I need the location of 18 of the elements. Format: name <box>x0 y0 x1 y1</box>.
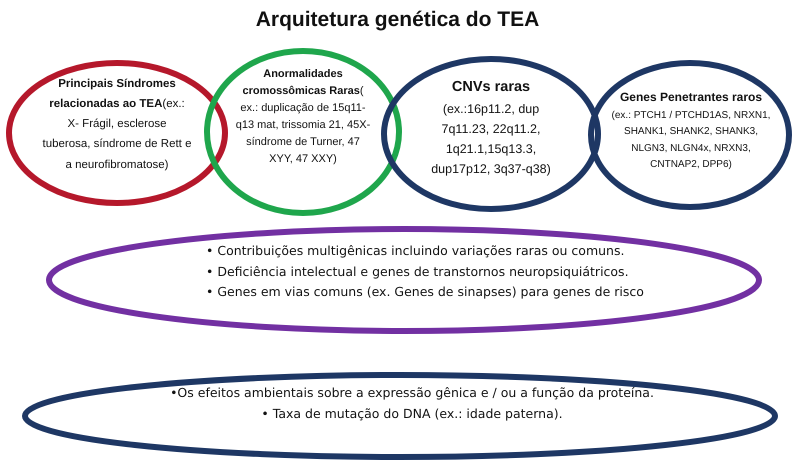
ellipse-node <box>6 60 228 206</box>
bullet-text: •Os efeitos ambientais sobre a expressão gênica e / ou a função da proteína. <box>169 384 655 402</box>
bullet-text: • Taxa de mutação do DNA (ex.: idade paterna). <box>260 405 564 424</box>
node-heading: Genes Penetrantes raros <box>618 89 764 106</box>
node-text: Principais Síndromes relacionadas ao TEA(ex.: X- Frágil, esclerose tuberosa, síndrome de Rett e a neurofibromatose) <box>42 77 192 172</box>
node-text: (ex.:16p11.2, dup 7q11.23, 22q11.2, 1q21.1,15q13.3, dup17p12, 3q37-q38) <box>430 101 552 178</box>
ellipse-node <box>588 60 792 210</box>
node-text: Anormalidades cromossômicas Raras( ex.: duplicação de 15q11-q13 mat, trissomia 21, 45X- síndrome de Turner, 47 XYY, 47 XXY) <box>234 67 372 168</box>
diagram-title: Arquitetura genética do TEA <box>254 8 540 32</box>
ellipse-node <box>22 372 778 460</box>
bullet-text: • Contribuições multigênicas incluindo variações raras ou comuns. <box>206 242 626 260</box>
bullet-text: • Deficiência intelectual e genes de transtornos neuropsiquiátricos. <box>206 262 630 281</box>
ellipse-node <box>46 226 762 334</box>
node-heading: CNVs raras <box>450 78 532 97</box>
ellipse-node <box>381 56 601 212</box>
bullet-text: • Genes em vias comuns (ex. Genes de sinapses) para genes de risco <box>206 283 645 302</box>
ellipse-node <box>204 48 402 216</box>
node-text: (ex.: PTCH1 / PTCHD1AS, NRXN1, SHANK1, SHANK2, SHANK3, NLGN3, NLGN4x, NRXN3, CNTNAP2, DPP6) <box>610 108 772 172</box>
